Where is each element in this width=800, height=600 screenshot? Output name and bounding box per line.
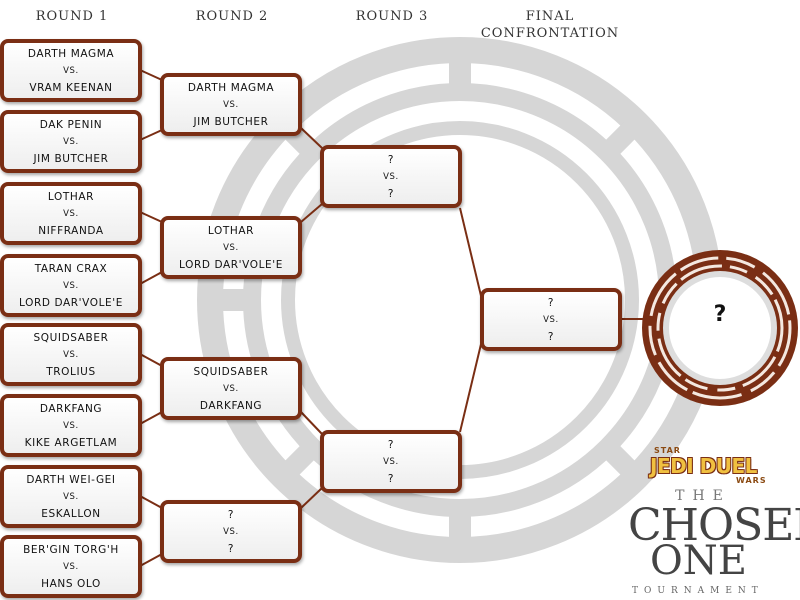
fighter-b: ? (227, 542, 235, 555)
vs-label: VS. (63, 65, 79, 76)
fighter-a: LOTHAR (207, 224, 255, 237)
fighter-b: TROLIUS (46, 365, 96, 378)
fighter-a: ? (387, 153, 395, 166)
round1-match-5: SQUIDSABER VS. TROLIUS (0, 323, 142, 386)
vs-label: VS. (223, 383, 239, 394)
chosen-one-logo: THE CHOSEN ONE TOURNAMENT (628, 488, 800, 600)
logo-one-text: ONE (650, 538, 747, 584)
round3-match-1: ? VS. ? (320, 145, 462, 208)
fighter-a: ? (387, 438, 395, 451)
fighter-a: SQUIDSABER (33, 331, 109, 344)
fighter-b: LORD DAR'VOLE'E (179, 258, 283, 271)
fighter-b: DARKFANG (199, 399, 263, 412)
fighter-b: ? (387, 472, 395, 485)
fighter-a: SQUIDSABER (193, 365, 269, 378)
vs-label: VS. (223, 526, 239, 537)
champion-placeholder: ? (713, 302, 727, 327)
round-2-header: ROUND 2 (195, 9, 269, 24)
round2-match-1: DARTH MAGMA VS. JIM BUTCHER (160, 73, 302, 136)
fighter-b: JIM BUTCHER (33, 152, 109, 165)
fighter-a: BER'GIN TORG'H (23, 543, 119, 556)
round1-match-7: DARTH WEI-GEI VS. ESKALLON (0, 465, 142, 528)
round1-match-1: DARTH MAGMA VS. VRAM KEENAN (0, 39, 142, 102)
logo-chosen-text: CHOSEN (628, 500, 800, 551)
round3-match-2: ? VS. ? (320, 430, 462, 493)
fighter-a: ? (227, 508, 235, 521)
fighter-a: TARAN CRAX (34, 262, 108, 275)
vs-label: VS. (383, 456, 399, 467)
jedi-duel-logo: STAR JEDI DUEL WARS (650, 446, 770, 492)
round1-match-6: DARKFANG VS. KIKE ARGETLAM (0, 394, 142, 457)
fighter-b: LORD DAR'VOLE'E (19, 296, 123, 309)
bracket-connectors (139, 69, 646, 567)
round1-match-8: BER'GIN TORG'H VS. HANS OLO (0, 535, 142, 598)
fighter-a: DARKFANG (39, 402, 103, 415)
vs-label: VS. (63, 491, 79, 502)
vs-label: VS. (63, 136, 79, 147)
round2-match-4: ? VS. ? (160, 500, 302, 563)
vs-label: VS. (63, 561, 79, 572)
fighter-b: NIFFRANDA (38, 224, 104, 237)
fighter-b: JIM BUTCHER (193, 115, 269, 128)
fighter-a: ? (547, 296, 555, 309)
fighter-a: DARTH MAGMA (187, 81, 275, 94)
fighter-a: DARTH WEI-GEI (26, 473, 116, 486)
logo-wars-text: WARS (736, 476, 767, 485)
fighter-b: KIKE ARGETLAM (24, 436, 118, 449)
round-1-header: ROUND 1 (35, 9, 109, 24)
vs-label: VS. (63, 280, 79, 291)
final-header: FINAL CONFRONTATION (480, 9, 620, 41)
fighter-a: LOTHAR (47, 190, 95, 203)
fighter-b: ? (547, 330, 555, 343)
fighter-a: DAK PENIN (39, 118, 103, 131)
round-3-header: ROUND 3 (355, 9, 429, 24)
vs-label: VS. (63, 349, 79, 360)
vs-label: VS. (63, 208, 79, 219)
fighter-b: ? (387, 187, 395, 200)
logo-star-text: STAR (654, 446, 681, 455)
round1-match-3: LOTHAR VS. NIFFRANDA (0, 182, 142, 245)
logo-the-text: THE (675, 488, 731, 504)
vs-label: VS. (383, 171, 399, 182)
vs-label: VS. (543, 314, 559, 325)
logo-jedi-duel-text: JEDI DUEL (650, 454, 757, 478)
fighter-b: ESKALLON (41, 507, 101, 520)
round2-match-2: LOTHAR VS. LORD DAR'VOLE'E (160, 216, 302, 279)
vs-label: VS. (223, 99, 239, 110)
fighter-b: HANS OLO (41, 577, 101, 590)
round2-match-3: SQUIDSABER VS. DARKFANG (160, 357, 302, 420)
final-match: ? VS. ? (480, 288, 622, 351)
round1-match-4: TARAN CRAX VS. LORD DAR'VOLE'E (0, 254, 142, 317)
logo-tournament-text: TOURNAMENT (632, 586, 764, 596)
champion-ring-icon (642, 250, 798, 406)
round1-match-2: DAK PENIN VS. JIM BUTCHER (0, 110, 142, 173)
fighter-a: DARTH MAGMA (27, 47, 115, 60)
vs-label: VS. (223, 242, 239, 253)
vs-label: VS. (63, 420, 79, 431)
fighter-b: VRAM KEENAN (29, 81, 113, 94)
